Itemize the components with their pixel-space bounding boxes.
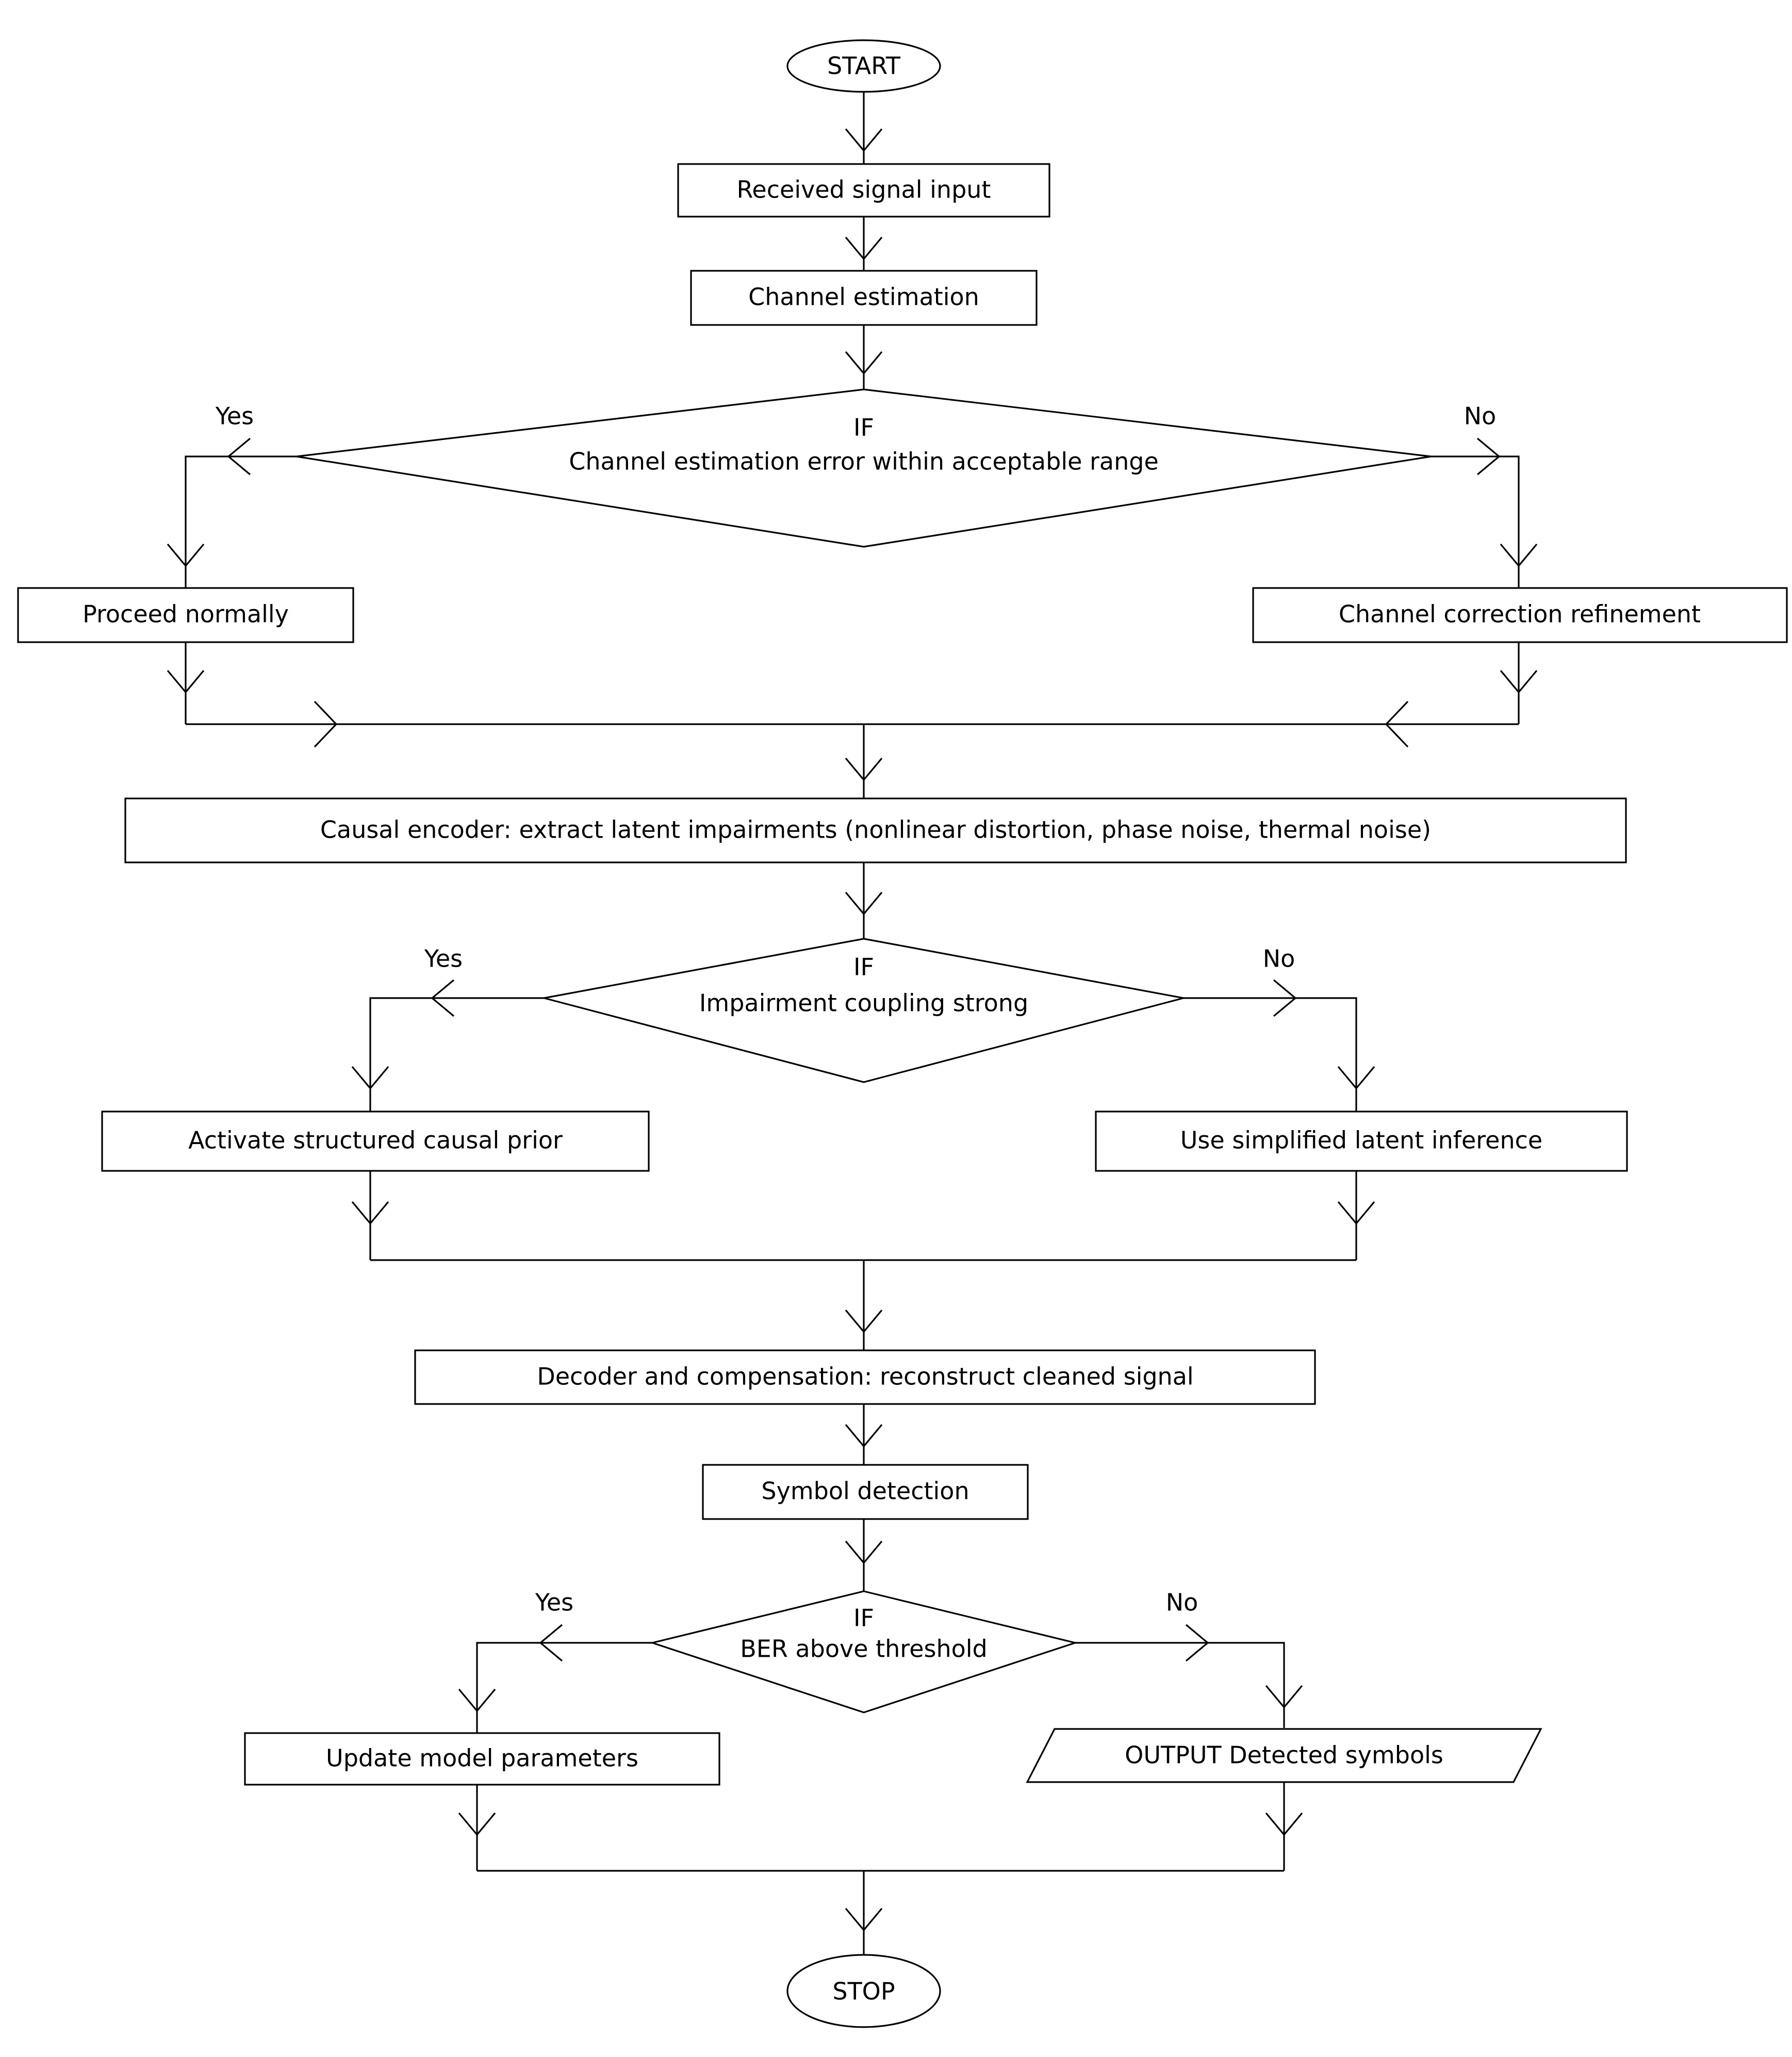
decision2-no-label: No — [1263, 945, 1295, 973]
edge-decision2-yes — [369, 997, 544, 1112]
arrowhead-decision2-yes — [431, 979, 455, 1017]
arrowhead-output-down — [1265, 1812, 1303, 1836]
arrowhead-merge3-to-stop — [845, 1907, 883, 1932]
arrowhead-simplified-down — [1337, 1201, 1375, 1225]
arrowhead-prior-down — [351, 1201, 389, 1225]
node-start[interactable]: START — [786, 39, 941, 93]
arrowhead-merge1-left — [314, 700, 338, 748]
arrowhead-received-to-estimation — [845, 236, 883, 260]
decision1-no-label: No — [1464, 402, 1497, 430]
node-causal-encoder-label: Causal encoder: extract latent impairmen… — [320, 816, 1431, 844]
arrowhead-decision3-no-down — [1265, 1685, 1303, 1709]
arrowhead-merge1-right — [1385, 700, 1409, 748]
node-proceed-normally[interactable]: Proceed normally — [17, 587, 354, 643]
decision3-yes-label: Yes — [535, 1589, 573, 1617]
edge-decision1-no — [1431, 455, 1520, 588]
decision3-no-label: No — [1166, 1589, 1198, 1617]
node-output-detected-symbols[interactable]: OUTPUT Detected symbols — [1026, 1728, 1542, 1783]
decision-channel-error-keyword: IF — [853, 414, 874, 442]
decision-ber-condition: BER above threshold — [740, 1635, 988, 1663]
arrowhead-decision3-yes-down — [458, 1688, 496, 1712]
node-channel-estimation-label: Channel estimation — [748, 283, 979, 311]
node-proceed-normally-label: Proceed normally — [83, 600, 289, 628]
node-stop-label: STOP — [832, 1978, 895, 2005]
arrowhead-symbol-to-decision3 — [845, 1540, 883, 1564]
node-output-detected-symbols-label: OUTPUT Detected symbols — [1125, 1741, 1443, 1769]
edge-decision3-no — [1075, 1642, 1285, 1728]
arrowhead-merge1-to-encoder — [845, 757, 883, 781]
node-activate-structured-causal-prior-label: Activate structured causal prior — [188, 1127, 563, 1154]
arrowhead-decision2-no — [1273, 979, 1297, 1017]
node-decision-impairment-coupling[interactable]: IF Impairment coupling strong — [544, 938, 1184, 1083]
node-channel-estimation[interactable]: Channel estimation — [690, 270, 1038, 326]
arrowhead-decoder-to-symbol — [845, 1424, 883, 1448]
node-decoder-compensation-label: Decoder and compensation: reconstruct cl… — [537, 1363, 1193, 1391]
node-decision-channel-error[interactable]: IF Channel estimation error within accep… — [296, 388, 1432, 548]
node-update-model-parameters[interactable]: Update model parameters — [244, 1732, 720, 1786]
node-decision-ber[interactable]: IF BER above threshold — [649, 1590, 1078, 1713]
node-use-simplified-latent-inference[interactable]: Use simplified latent inference — [1095, 1111, 1628, 1172]
arrowhead-decision3-yes — [539, 1624, 563, 1662]
node-stop[interactable]: STOP — [786, 1954, 941, 2028]
arrowhead-proceed-down — [167, 670, 205, 694]
arrowhead-encoder-to-decision2 — [845, 891, 883, 916]
edge-decision1-yes — [185, 455, 297, 588]
node-use-simplified-latent-inference-label: Use simplified latent inference — [1180, 1127, 1542, 1154]
arrowhead-decision2-no-down — [1337, 1066, 1375, 1090]
edge-layer — [167, 92, 1538, 1955]
node-activate-structured-causal-prior[interactable]: Activate structured causal prior — [101, 1111, 650, 1172]
node-update-model-parameters-label: Update model parameters — [326, 1744, 638, 1772]
decision-impairment-condition: Impairment coupling strong — [699, 989, 1028, 1017]
node-causal-encoder[interactable]: Causal encoder: extract latent impairmen… — [124, 797, 1627, 863]
arrowhead-decision1-no-down — [1500, 543, 1538, 567]
decision1-yes-label: Yes — [215, 402, 254, 430]
arrowhead-correction-down — [1500, 670, 1538, 694]
decision-ber-keyword: IF — [853, 1604, 874, 1632]
node-received-signal-input-label: Received signal input — [737, 176, 991, 204]
decision2-yes-label: Yes — [424, 945, 463, 973]
node-decoder-compensation[interactable]: Decoder and compensation: reconstruct cl… — [414, 1349, 1316, 1405]
node-received-signal-input[interactable]: Received signal input — [677, 163, 1050, 218]
edge-decision2-no — [1183, 997, 1357, 1112]
node-channel-correction-refinement[interactable]: Channel correction refinement — [1252, 587, 1788, 643]
node-channel-correction-refinement-label: Channel correction refinement — [1339, 600, 1701, 628]
decision-channel-error-condition: Channel estimation error within acceptab… — [569, 448, 1159, 476]
arrowhead-decision1-no — [1476, 437, 1501, 476]
arrowhead-decision1-yes — [227, 437, 251, 476]
node-start-label: START — [827, 52, 901, 80]
arrowhead-decision3-no — [1185, 1624, 1209, 1662]
node-symbol-detection[interactable]: Symbol detection — [702, 1464, 1029, 1520]
arrowhead-update-down — [458, 1812, 496, 1836]
arrowhead-start-to-received — [845, 128, 883, 152]
edge-decision3-yes — [476, 1642, 652, 1733]
arrowhead-decision1-yes-down — [167, 543, 205, 567]
arrowhead-estimation-to-decision1 — [845, 351, 883, 375]
node-symbol-detection-label: Symbol detection — [761, 1477, 969, 1505]
arrowhead-merge2-to-decoder — [845, 1309, 883, 1333]
decision-impairment-keyword: IF — [853, 953, 874, 981]
arrowhead-decision2-yes-down — [351, 1066, 389, 1090]
